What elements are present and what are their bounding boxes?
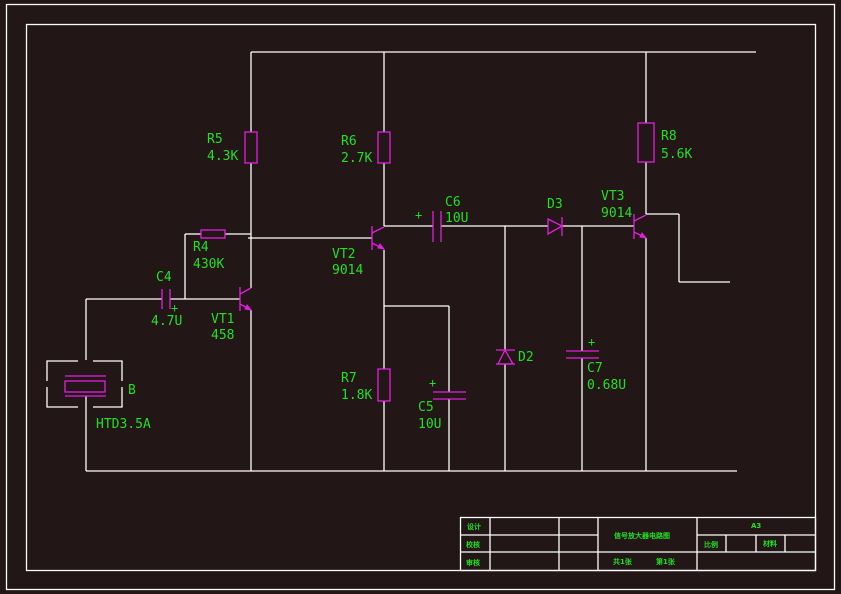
material-label: 材料 — [762, 539, 777, 548]
transistor-vt2[interactable]: VT2 9014 — [332, 226, 386, 278]
c6-plus-sign: + — [415, 208, 422, 222]
wires — [85, 51, 756, 472]
title-block: 设计 校核 审核 信号放大器电路图 共1张 第1张 A3 比例 材料 — [459, 516, 817, 572]
sheet-number-label: 第1张 — [656, 557, 676, 566]
c6-ref-label: C6 — [445, 195, 461, 210]
vt2-ref-label: VT2 — [332, 247, 355, 262]
capacitor-c6[interactable]: + C6 10U — [415, 195, 468, 242]
c5-plus-sign: + — [429, 376, 436, 390]
c7-value-label: 0.68U — [587, 378, 626, 393]
c4-plus-sign: + — [171, 301, 178, 315]
reviewer-label: 审核 — [466, 558, 480, 567]
resistor-r8[interactable]: R8 5.6K — [637, 122, 692, 163]
r5-ref-label: R5 — [207, 132, 223, 147]
buzzer-value-label: HTD3.5A — [96, 417, 151, 432]
total-sheets-label: 共1张 — [613, 557, 633, 566]
vt1-ref-label: VT1 — [211, 312, 234, 327]
capacitor-c4[interactable]: + C4 4.7U — [151, 270, 182, 329]
r8-ref-label: R8 — [661, 129, 677, 144]
diode-d3[interactable]: D3 — [547, 197, 564, 236]
buzzer-ref-label: B — [128, 383, 136, 398]
vt2-value-label: 9014 — [332, 263, 363, 278]
d3-ref-label: D3 — [547, 197, 563, 212]
transistor-vt1[interactable]: VT1 458 — [211, 287, 253, 343]
designer-label: 设计 — [467, 522, 481, 531]
r6-value-label: 2.7K — [341, 151, 372, 166]
buzzer-b[interactable]: B HTD3.5A — [46, 360, 151, 432]
resistor-r5[interactable]: R5 4.3K — [207, 131, 258, 164]
r6-ref-label: R6 — [341, 134, 357, 149]
c7-plus-sign: + — [588, 335, 595, 349]
c5-value-label: 10U — [418, 417, 441, 432]
capacitor-c5[interactable]: + C5 10U — [418, 376, 466, 432]
c7-ref-label: C7 — [587, 361, 603, 376]
checker-label: 校核 — [466, 540, 480, 549]
drawing-title: 信号放大器电路图 — [614, 531, 670, 540]
vt3-value-label: 9014 — [601, 206, 632, 221]
scale-label: 比例 — [704, 540, 718, 549]
c4-ref-label: C4 — [156, 270, 172, 285]
resistor-r6[interactable]: R6 2.7K — [341, 131, 391, 166]
capacitor-c7[interactable]: + C7 0.68U — [566, 335, 626, 393]
vt1-value-label: 458 — [211, 328, 234, 343]
c4-value-label: 4.7U — [151, 314, 182, 329]
outer-border — [5, 3, 836, 591]
r7-ref-label: R7 — [341, 371, 357, 386]
resistor-r4[interactable]: R4 430K — [193, 229, 226, 272]
resistor-r7[interactable]: R7 1.8K — [341, 368, 391, 403]
r8-value-label: 5.6K — [661, 147, 692, 162]
diode-d2[interactable]: D2 — [496, 348, 534, 365]
c5-ref-label: C5 — [418, 400, 434, 415]
c6-value-label: 10U — [445, 211, 468, 226]
d2-ref-label: D2 — [518, 350, 534, 365]
vt3-ref-label: VT3 — [601, 189, 624, 204]
r7-value-label: 1.8K — [341, 388, 372, 403]
r4-value-label: 430K — [193, 257, 224, 272]
r4-ref-label: R4 — [193, 240, 209, 255]
transistor-vt3[interactable]: VT3 9014 — [601, 189, 648, 239]
r5-value-label: 4.3K — [207, 149, 238, 164]
sheet-size-label: A3 — [751, 522, 761, 530]
inner-border — [25, 23, 817, 572]
